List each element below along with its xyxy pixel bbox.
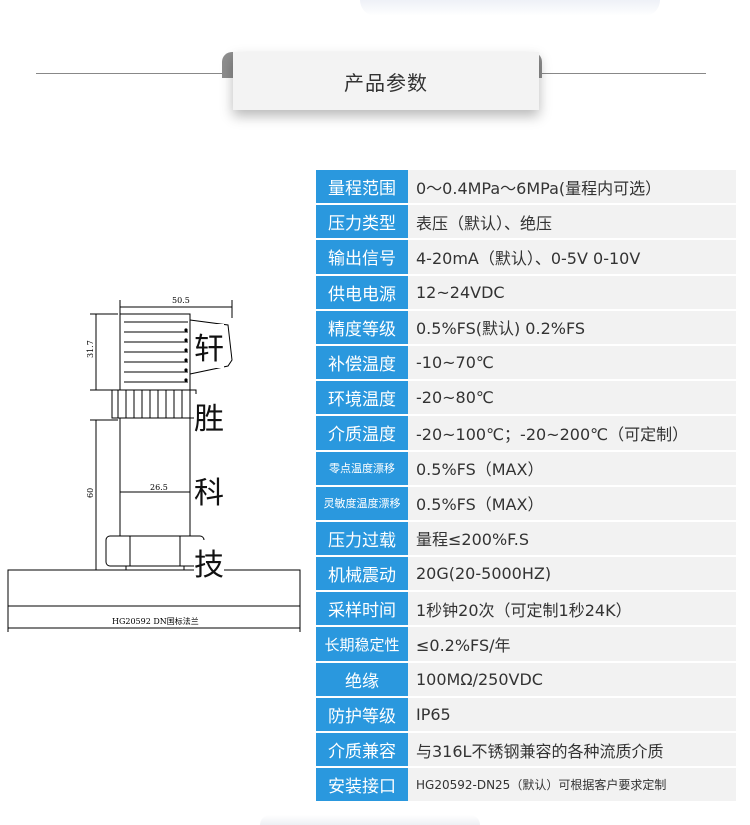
section-title: 产品参数 <box>233 52 539 110</box>
spec-row-insulation: 绝缘 100MΩ/250VDC <box>316 662 736 698</box>
spec-row-medium-compat: 介质兼容 与316L不锈钢兼容的各种流质介质 <box>316 733 736 769</box>
spec-row-stability: 长期稳定性 ≤0.2%FS/年 <box>316 627 736 663</box>
spec-key: 精度等级 <box>316 310 408 346</box>
spec-key: 机械震动 <box>316 557 408 593</box>
brand-char-1: 轩 <box>194 324 224 368</box>
spec-value: 与316L不锈钢兼容的各种流质介质 <box>408 733 736 769</box>
spec-value: 0.5%FS（MAX） <box>408 486 736 522</box>
spec-key: 补偿温度 <box>316 345 408 382</box>
spec-value: 0～0.4MPa～6MPa(量程内可选） <box>408 170 736 206</box>
spec-key: 供电电源 <box>316 275 408 311</box>
spec-row-pressure-type: 压力类型 表压（默认）、绝压 <box>316 205 736 241</box>
spec-table: 量程范围 0～0.4MPa～6MPa(量程内可选） 压力类型 表压（默认）、绝压… <box>316 170 736 804</box>
spec-key: 介质温度 <box>316 416 408 452</box>
spec-value: IP65 <box>408 697 736 733</box>
spec-row-range: 量程范围 0～0.4MPa～6MPa(量程内可选） <box>316 170 736 206</box>
spec-value: -20~80℃ <box>408 381 736 417</box>
spec-row-compensation-temp: 补偿温度 -10~70℃ <box>316 345 736 382</box>
spec-row-ambient-temp: 环境温度 -20~80℃ <box>316 381 736 417</box>
spec-key: 采样时间 <box>316 592 408 628</box>
spec-value: HG20592-DN25（默认）可根据客户要求定制 <box>408 768 736 804</box>
spec-value: 20G(20-5000HZ) <box>408 557 736 593</box>
dim-upper-height: 31.7 <box>86 340 95 358</box>
dim-body-height: 60 <box>86 488 95 498</box>
spec-key: 输出信号 <box>316 240 408 276</box>
spec-row-zero-drift: 零点温度漂移 0.5%FS（MAX） <box>316 451 736 487</box>
bottom-decoration <box>260 815 480 825</box>
spec-key: 长期稳定性 <box>316 627 408 663</box>
spec-row-vibration: 机械震动 20G(20-5000HZ) <box>316 557 736 593</box>
spec-row-sensitivity-drift: 灵敏度温度漂移 0.5%FS（MAX） <box>316 486 736 522</box>
spec-row-protection: 防护等级 IP65 <box>316 697 736 733</box>
spec-value: -10~70℃ <box>408 345 736 382</box>
spec-value: ≤0.2%FS/年 <box>408 627 736 663</box>
spec-key: 零点温度漂移 <box>316 451 408 487</box>
spec-key: 灵敏度温度漂移 <box>316 486 408 522</box>
brand-char-4: 技 <box>194 540 224 584</box>
header-divider-right <box>538 73 706 74</box>
spec-row-overload: 压力过载 量程≤200%F.S <box>316 521 736 558</box>
spec-value: 表压（默认）、绝压 <box>408 205 736 241</box>
spec-value: 100MΩ/250VDC <box>408 662 736 698</box>
spec-value: 12~24VDC <box>408 275 736 311</box>
spec-value: 1秒钟20次（可定制1秒24K） <box>408 592 736 628</box>
spec-key: 安装接口 <box>316 768 408 804</box>
spec-value: 0.5%FS（MAX） <box>408 451 736 487</box>
spec-row-medium-temp: 介质温度 -20~100℃；-20~200℃（可定制） <box>316 416 736 452</box>
spec-row-sampling: 采样时间 1秒钟20次（可定制1秒24K） <box>316 592 736 628</box>
spec-row-output: 输出信号 4-20mA（默认）、0-5V 0-10V <box>316 240 736 276</box>
spec-key: 绝缘 <box>316 662 408 698</box>
brand-char-2: 胜 <box>194 394 224 438</box>
spec-key: 压力过载 <box>316 521 408 558</box>
spec-row-power: 供电电源 12~24VDC <box>316 275 736 311</box>
top-decoration <box>360 0 660 16</box>
spec-key: 防护等级 <box>316 697 408 733</box>
spec-value: 0.5%FS(默认) 0.2%FS <box>408 310 736 346</box>
dim-body-width: 26.5 <box>150 483 168 492</box>
dim-top-width: 50.5 <box>172 296 190 305</box>
spec-value: -20~100℃；-20~200℃（可定制） <box>408 416 736 452</box>
spec-key: 环境温度 <box>316 381 408 417</box>
spec-row-accuracy: 精度等级 0.5%FS(默认) 0.2%FS <box>316 310 736 346</box>
brand-char-3: 科 <box>194 468 224 512</box>
product-drawing: 50.5 26.5 31.7 60 HG20592 DN国标法兰 轩 胜 科 技 <box>0 270 310 650</box>
spec-value: 4-20mA（默认）、0-5V 0-10V <box>408 240 736 276</box>
spec-key: 压力类型 <box>316 205 408 241</box>
flange-label: HG20592 DN国标法兰 <box>112 616 199 626</box>
spec-row-mounting: 安装接口 HG20592-DN25（默认）可根据客户要求定制 <box>316 768 736 804</box>
spec-key: 介质兼容 <box>316 733 408 769</box>
spec-key: 量程范围 <box>316 170 408 206</box>
header-divider-left <box>36 73 236 74</box>
spec-value: 量程≤200%F.S <box>408 521 736 558</box>
